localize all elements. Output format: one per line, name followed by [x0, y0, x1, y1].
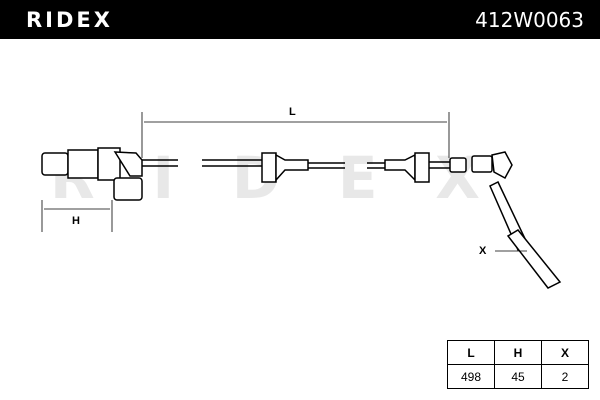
header-l: L: [447, 340, 495, 365]
header-bar: RIDEX 412W0063: [0, 0, 600, 39]
value-h: 45: [494, 364, 542, 389]
value-l: 498: [447, 364, 495, 389]
table-row: 498 45 2: [447, 364, 589, 389]
dimensions-table: L H X 498 45 2: [447, 340, 589, 389]
dim-label-h: H: [72, 215, 80, 227]
header-x: X: [541, 340, 589, 365]
brand-logo: RIDEX: [26, 8, 113, 32]
table-header-row: L H X: [447, 340, 589, 365]
dim-label-l: L: [289, 106, 296, 118]
value-x: 2: [541, 364, 589, 389]
part-number: 412W0063: [475, 8, 584, 32]
header-h: H: [494, 340, 542, 365]
dim-label-x: X: [479, 245, 487, 257]
